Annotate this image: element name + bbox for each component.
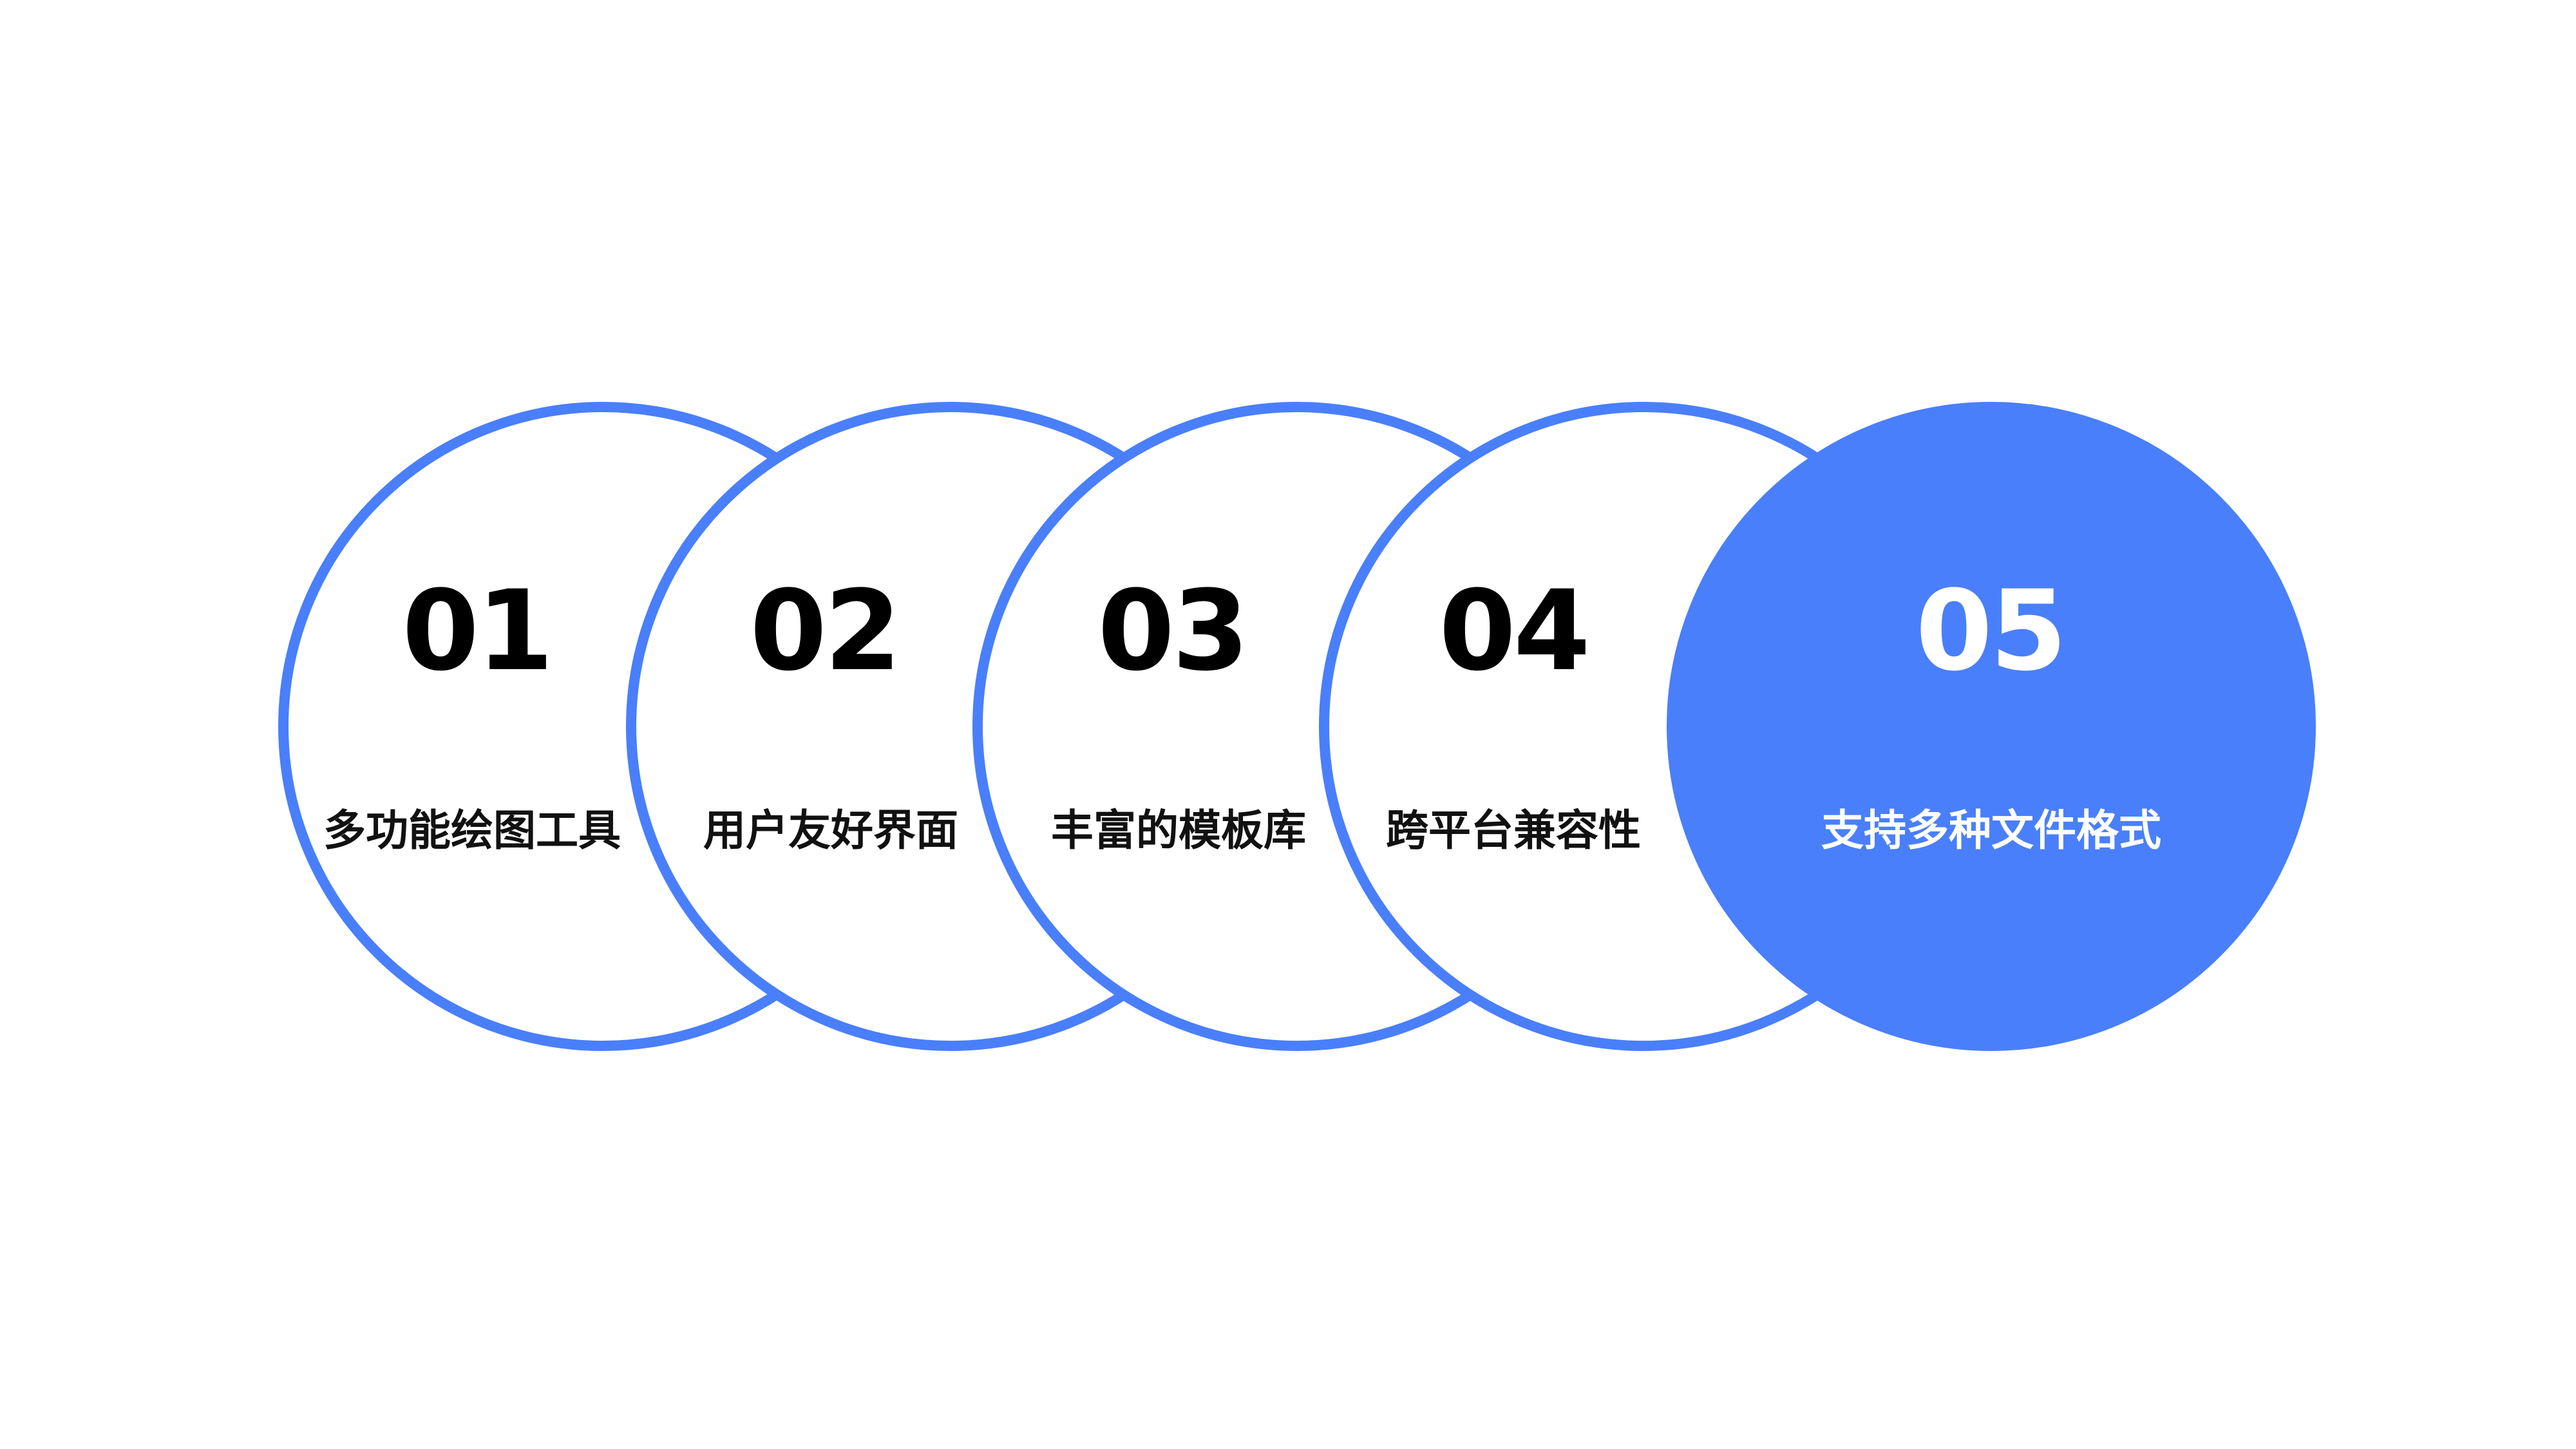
feature-number-1: 01 (402, 566, 553, 696)
feature-label-4: 跨平台兼容性 (1386, 806, 1641, 855)
feature-label-3: 丰富的模板库 (1051, 806, 1306, 855)
feature-number-5: 05 (1915, 566, 2067, 696)
feature-number-4: 04 (1439, 566, 1590, 696)
feature-circle-5 (1667, 402, 2316, 1051)
feature-number-3: 03 (1097, 566, 1249, 696)
feature-label-2: 用户友好界面 (703, 806, 958, 855)
feature-label-1: 多功能绘图工具 (323, 806, 621, 855)
feature-label-5: 支持多种文件格式 (1821, 806, 2161, 855)
feature-number-2: 02 (750, 566, 901, 696)
